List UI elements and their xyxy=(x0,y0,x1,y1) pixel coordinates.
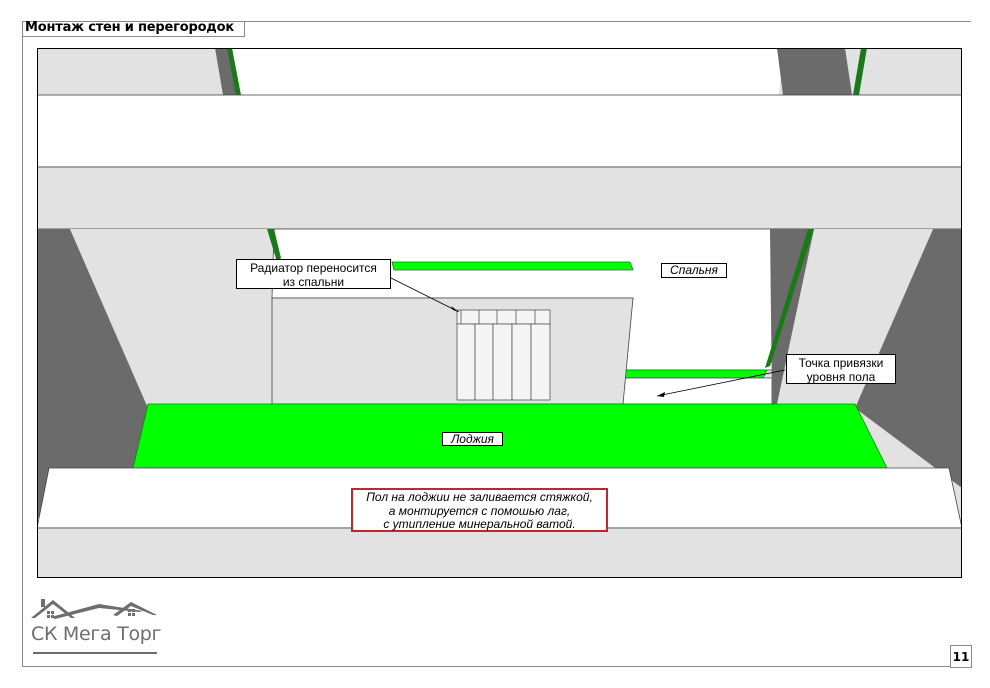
floor-note-line1: Пол на лоджии не заливается стяжкой, xyxy=(366,490,593,504)
floor-note-line2: а монтируется с помошью лаг, xyxy=(388,503,571,518)
logo-underline xyxy=(33,652,157,654)
page-title: Монтаж стен и перегородок xyxy=(25,20,234,35)
radiator-label-line1: Радиатор переносится xyxy=(250,261,377,275)
bedroom-label: Спальня xyxy=(661,263,727,278)
logo-text: СК Мега Торг xyxy=(31,623,162,645)
floor-level-point-label: Точка привязки уровня пола xyxy=(786,354,896,384)
page-number: 11 xyxy=(952,650,970,664)
floor-note-line3: с утипление минеральной ватой. xyxy=(383,517,576,531)
house-roof-icon xyxy=(31,599,157,619)
page-number-box xyxy=(950,645,972,668)
radiator-label: Радиатор переносится из спальни xyxy=(236,259,391,289)
floor-note: Пол на лоджии не заливается стяжкой, а м… xyxy=(351,488,608,532)
loggia-label: Лоджия xyxy=(442,432,503,446)
floor-level-label-line2: уровня пола xyxy=(806,370,876,384)
page-frame xyxy=(22,21,971,667)
company-logo xyxy=(31,597,161,657)
header-box xyxy=(22,21,245,37)
radiator-label-line2: из спальни xyxy=(282,275,345,289)
room-3d-view xyxy=(37,48,962,578)
floor-level-label-line1: Точка привязки xyxy=(798,356,884,370)
